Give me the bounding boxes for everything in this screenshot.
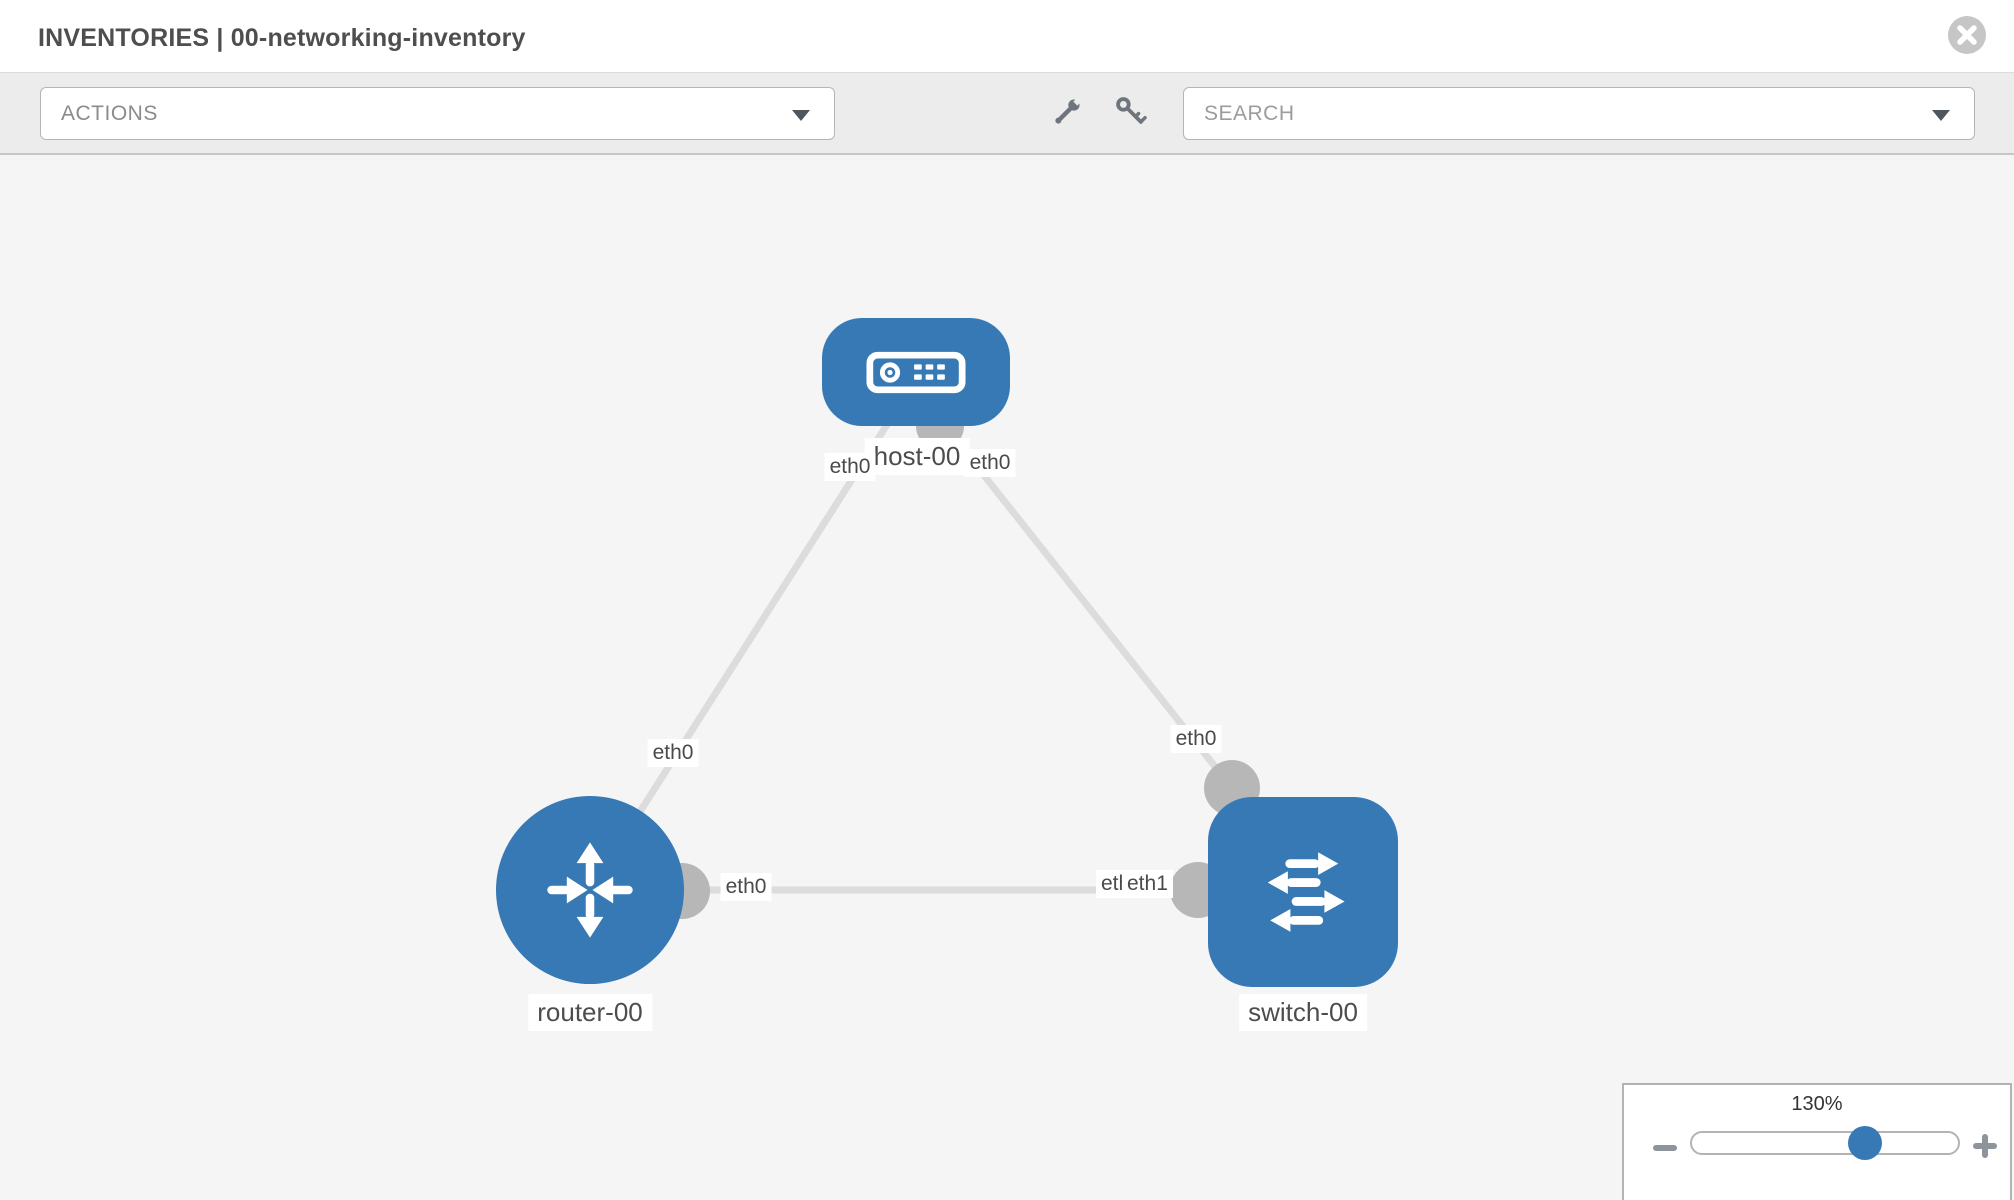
key-button[interactable] (1112, 93, 1152, 133)
node-label-host: host-00 (864, 438, 970, 475)
chevron-down-icon (1932, 110, 1950, 121)
zoom-out-button[interactable] (1652, 1135, 1678, 1161)
switch-icon (1267, 852, 1345, 932)
interface-label: eth0 (647, 739, 699, 767)
interface-label: eth0 (824, 453, 876, 481)
search-dropdown-label: SEARCH (1204, 102, 1295, 125)
page-title: INVENTORIES | 00-networking-inventory (38, 24, 526, 52)
minus-icon (1653, 1145, 1677, 1151)
node-router-00[interactable] (496, 796, 684, 984)
zoom-slider-thumb[interactable] (1848, 1126, 1882, 1160)
actions-dropdown[interactable]: ACTIONS (40, 87, 835, 140)
chevron-down-icon (792, 110, 810, 121)
zoom-in-button[interactable] (1972, 1133, 1998, 1159)
zoom-slider-track[interactable] (1690, 1131, 1960, 1155)
interface-label: eth0 (1170, 725, 1222, 753)
search-dropdown[interactable]: SEARCH (1183, 87, 1975, 140)
node-label-router: router-00 (528, 994, 652, 1031)
breadcrumb-header: INVENTORIES | 00-networking-inventory (0, 0, 2014, 73)
topology-toolbar: ACTIONS SEARCH (0, 73, 2014, 155)
links-layer (587, 402, 1260, 919)
node-label-switch: switch-00 (1239, 994, 1367, 1031)
node-host-00[interactable] (822, 318, 1010, 426)
actions-dropdown-label: ACTIONS (61, 102, 158, 125)
zoom-control-panel: 130% (1622, 1083, 2012, 1200)
wrench-icon (1055, 97, 1082, 124)
key-icon (1116, 97, 1147, 124)
configure-button[interactable] (1046, 93, 1086, 133)
interface-label: eth0 (964, 449, 1016, 477)
router-icon (547, 842, 633, 938)
close-icon (1948, 16, 1986, 54)
host-icon (866, 351, 966, 393)
plus-icon (1982, 1134, 1988, 1158)
interface-label: eth1 (1122, 870, 1173, 898)
zoom-level-value: 130% (1791, 1093, 1843, 1115)
topology-canvas[interactable]: host-00 router-00 switch-00 eth0 eth0 et… (0, 155, 2014, 1200)
node-switch-00[interactable] (1208, 797, 1398, 987)
interface-label: eth0 (720, 873, 772, 901)
close-button[interactable] (1948, 16, 1986, 54)
